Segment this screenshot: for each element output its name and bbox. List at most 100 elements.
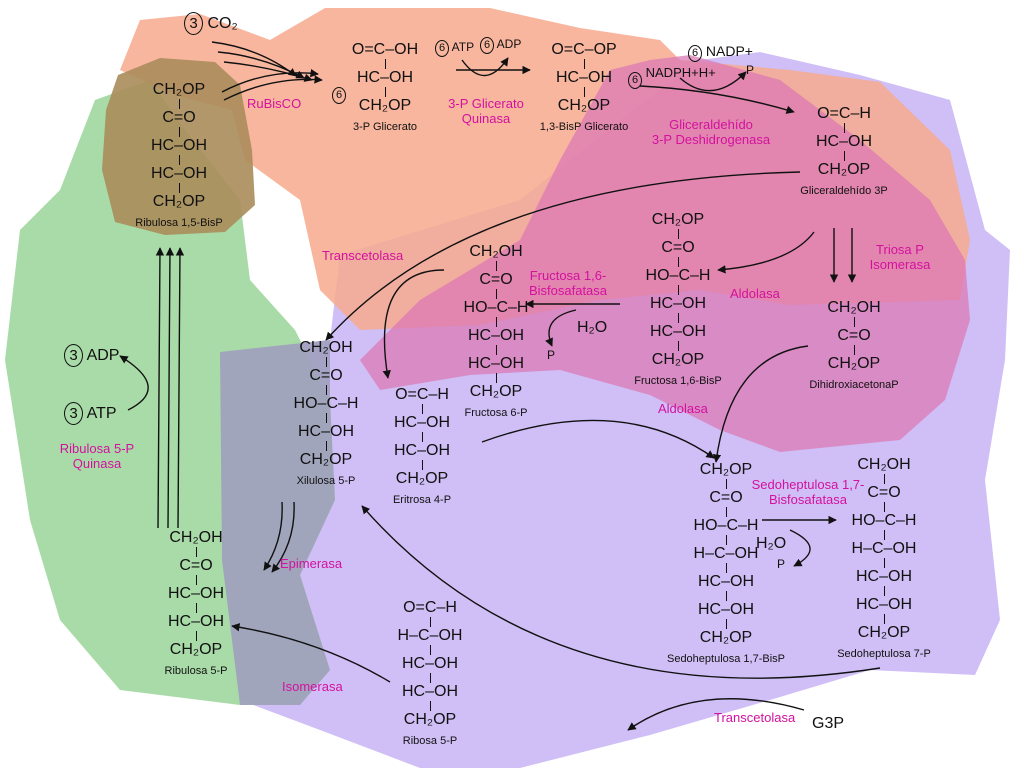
pga-bond-2	[385, 87, 387, 97]
g3p-bond-1	[844, 123, 846, 133]
rubp-line-5: CH₂OP	[152, 193, 206, 210]
f6p-bond-2	[496, 289, 498, 299]
enzyme-prk-line2: Quinasa	[72, 456, 122, 471]
arrow-r5p-to-ru5p	[231, 623, 391, 683]
atp-label: ATP	[451, 40, 475, 54]
enzyme-sbpase-line1: Sedoheptulosa 1,7-	[751, 477, 865, 492]
xu5p-bond-2	[326, 385, 328, 395]
enzyme-pga-kinase-line2: Quinasa	[461, 111, 511, 126]
f6p-line-5: HC–OH	[467, 355, 525, 372]
f6p-bond-4	[496, 345, 498, 355]
enzyme-aldolase-top: Aldolasa	[730, 286, 780, 301]
sbp-line-4: H–C–OH	[693, 545, 759, 562]
s7p-bond-5	[884, 586, 886, 596]
rubp-line-4: HC–OH	[150, 165, 208, 182]
adp3-coefficient: 3	[64, 344, 83, 367]
g3p-line-1: O=C–H	[817, 105, 871, 122]
rubp-bond-2	[179, 127, 181, 137]
f6p-name: Fructosa 6-P	[464, 407, 528, 419]
phosphate-fbp: P	[547, 348, 556, 362]
ru5p-line-5: CH₂OP	[169, 641, 223, 658]
fbp-bond-3	[678, 285, 680, 295]
r5p-name: Ribosa 5-P	[402, 735, 458, 747]
enzyme-pga-kinase: 3-P Glicerato Quinasa	[440, 96, 532, 126]
rubp-name: Ribulosa 1,5-BisP	[135, 217, 223, 229]
sbp-bond-1	[726, 479, 728, 489]
arrow-s7p-to-xu5p	[361, 505, 881, 679]
atp3-label: ATP	[86, 405, 117, 422]
rubp-line-1: CH₂OP	[152, 81, 206, 98]
pga-line-2: HC–OH	[356, 69, 414, 86]
r5p-bond-2	[430, 645, 432, 655]
enzyme-gapdh: Gliceraldehído 3-P Deshidrogenasa	[640, 117, 782, 147]
f6p-bond-5	[496, 373, 498, 383]
g3p-line-3: CH₂OP	[817, 161, 871, 178]
fbp-line-1: CH₂OP	[651, 211, 705, 228]
fbp-bond-1	[678, 229, 680, 239]
atp-input: 6 ATP	[435, 40, 474, 57]
f6p-line-4: HC–OH	[467, 327, 525, 344]
sbp-line-1: CH₂OP	[699, 461, 753, 478]
adp-output: 6 ADP	[480, 37, 521, 54]
arrow-nadph-nadp	[679, 71, 747, 92]
enzyme-tpi: Triosa P Isomerasa	[862, 242, 938, 272]
fbp-bond-5	[678, 341, 680, 351]
phosphate-sbp: P	[777, 557, 786, 571]
enzyme-sbpase-line2: Bisfosafatasa	[768, 492, 848, 507]
co2-label: CO₂	[207, 15, 238, 32]
s7p-bond-2	[884, 502, 886, 512]
rubp-line-3: HC–OH	[150, 137, 208, 154]
ru5p-bond-3	[196, 603, 198, 613]
s7p-line-5: HC–OH	[855, 568, 913, 585]
sbp-name: Sedoheptulosa 1,7-BisP	[666, 653, 786, 665]
f6p-line-3: HO–C–H	[463, 299, 529, 316]
xu5p-line-2: C=O	[309, 367, 343, 384]
nadph-label: NADPH+H+	[645, 65, 716, 80]
ru5p-line-1: CH₂OH	[169, 529, 223, 546]
e4p-line-1: O=C–H	[395, 386, 449, 403]
nadph-input: 6 NADPH+H+	[628, 62, 716, 89]
overlap-region	[220, 340, 335, 705]
s7p-line-2: C=O	[867, 484, 901, 501]
arrow-atp-adp	[461, 57, 509, 77]
sbp-bond-3	[726, 535, 728, 545]
s7p-line-4: H–C–OH	[851, 540, 917, 557]
rubp-bond-4	[179, 183, 181, 193]
s7p-line-6: HC–OH	[855, 596, 913, 613]
r5p-bond-1	[430, 617, 432, 627]
arrow-co2-2	[217, 51, 305, 79]
pga-name: 3-P Glicerato	[353, 121, 417, 133]
bpg-bond-2	[584, 87, 586, 97]
phosphate-top: P	[746, 63, 755, 77]
ru5p-line-3: HC–OH	[167, 585, 225, 602]
s7p-bond-6	[884, 614, 886, 624]
nadp-coefficient: 6	[688, 45, 702, 62]
s7p-bond-3	[884, 530, 886, 540]
fbp-line-5: HC–OH	[649, 323, 707, 340]
enzyme-gapdh-line1: Gliceraldehído	[669, 117, 753, 132]
pga-line-1: O=C–OH	[351, 41, 419, 58]
atp3-coefficient: 3	[64, 402, 83, 425]
adp3-label: ADP	[86, 347, 120, 364]
sbp-bond-2	[726, 507, 728, 517]
enzyme-sbpase: Sedoheptulosa 1,7- Bisfosafatasa	[743, 477, 873, 507]
e4p-line-2: HC–OH	[393, 414, 451, 431]
xu5p-line-1: CH₂OH	[299, 339, 353, 356]
fbp-line-3: HO–C–H	[645, 267, 711, 284]
r5p-bond-3	[430, 673, 432, 683]
enzyme-transketolase-top: Transcetolasa	[322, 248, 404, 263]
bpg-name: 1,3-BisP Glicerato	[539, 121, 629, 133]
s7p-line-1: CH₂OH	[857, 456, 911, 473]
ru5p-bond-2	[196, 575, 198, 585]
co2-input: 3 CO₂	[184, 12, 238, 35]
f6p-bond-3	[496, 317, 498, 327]
xu5p-line-5: CH₂OP	[299, 451, 353, 468]
dhap-line-1: CH₂OH	[827, 299, 881, 316]
sbp-line-7: CH₂OP	[699, 629, 753, 646]
ru5p-line-4: HC–OH	[167, 613, 225, 630]
r5p-bond-4	[430, 701, 432, 711]
reduction-region	[360, 55, 970, 452]
e4p-line-3: HC–OH	[393, 442, 451, 459]
r5p-line-4: HC–OH	[401, 683, 459, 700]
